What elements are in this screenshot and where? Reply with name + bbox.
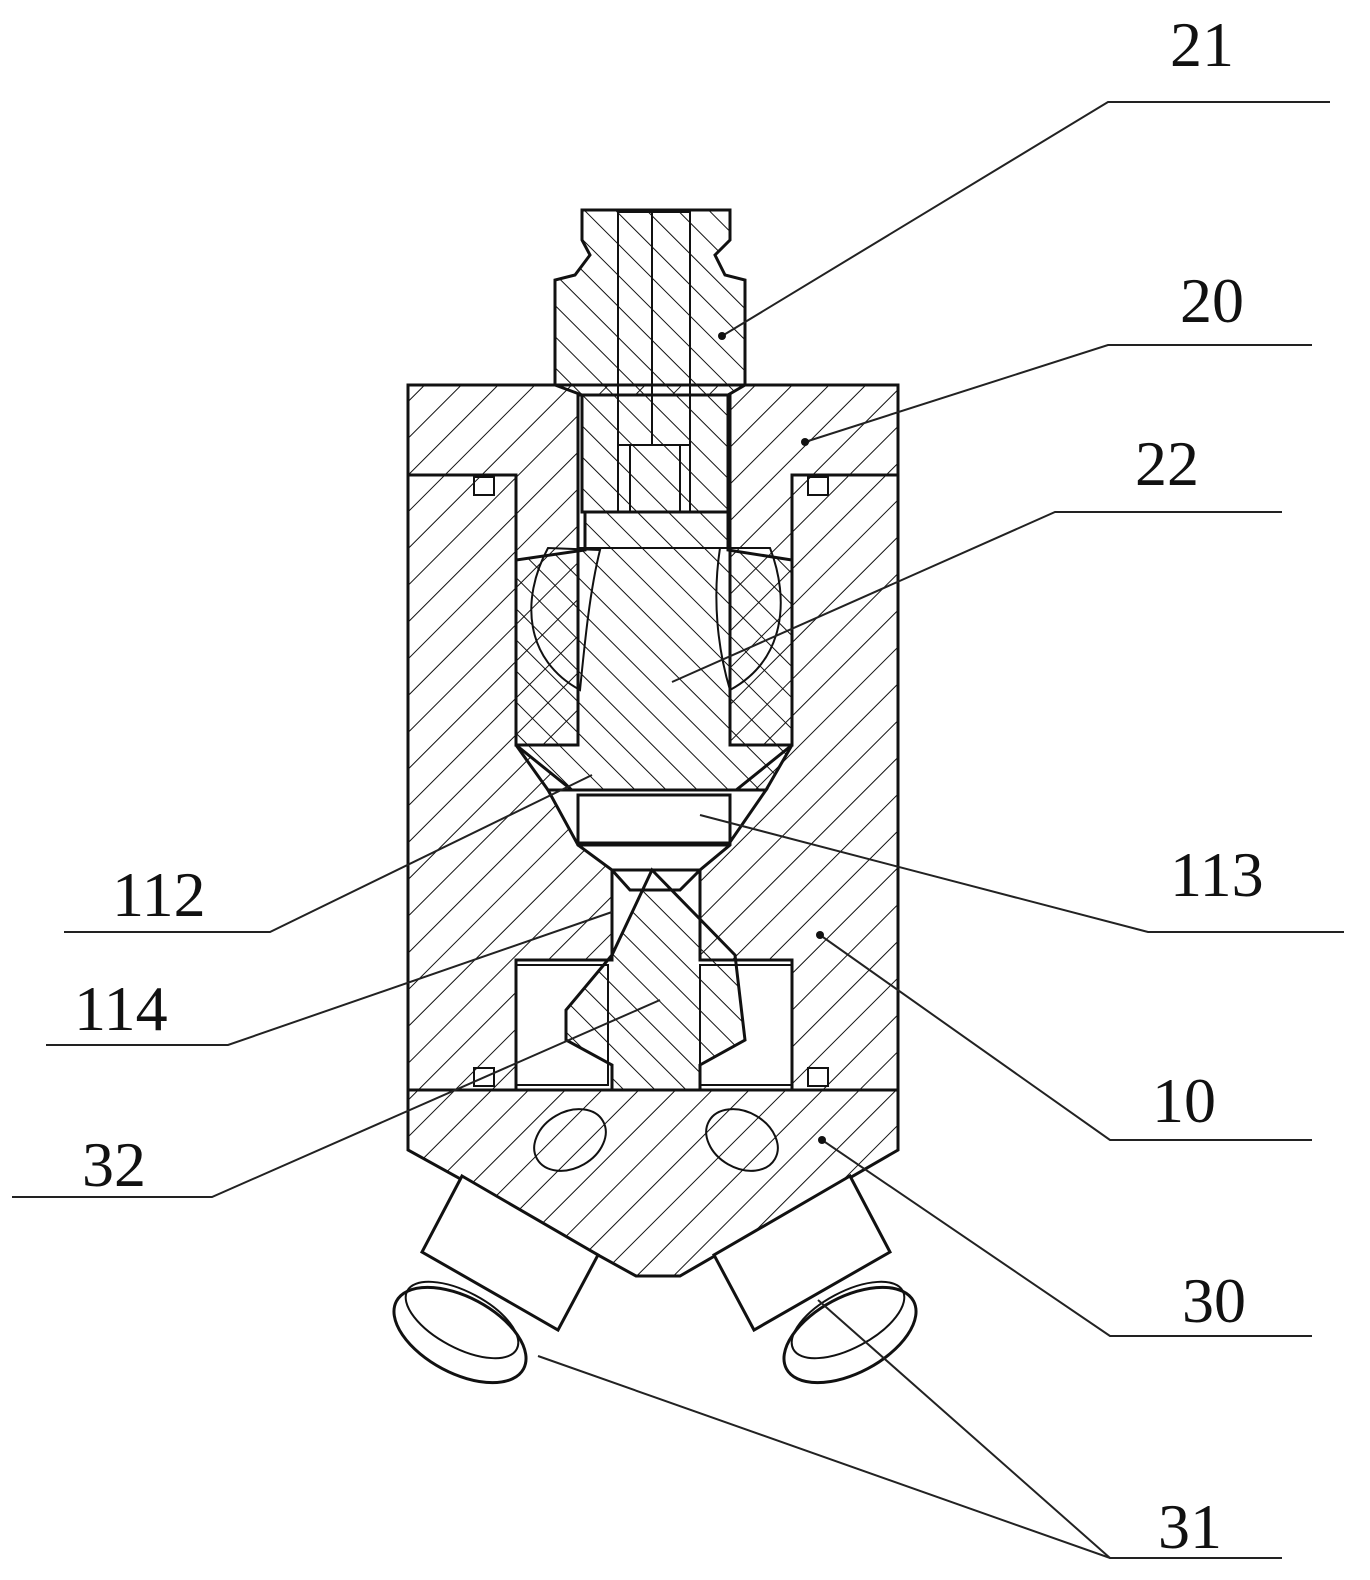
- swirl-core-22: [516, 512, 792, 790]
- label-112: 112: [112, 859, 206, 930]
- label-22: 22: [1135, 428, 1199, 499]
- label-21: 21: [1170, 9, 1234, 80]
- inlet-fitting-21: [555, 210, 745, 512]
- label-32: 32: [82, 1129, 146, 1200]
- label-30: 30: [1182, 1265, 1246, 1336]
- label-114: 114: [74, 973, 168, 1044]
- label-31: 31: [1158, 1491, 1222, 1562]
- label-113: 113: [1170, 839, 1264, 910]
- label-10: 10: [1152, 1065, 1216, 1136]
- label-20: 20: [1180, 265, 1244, 336]
